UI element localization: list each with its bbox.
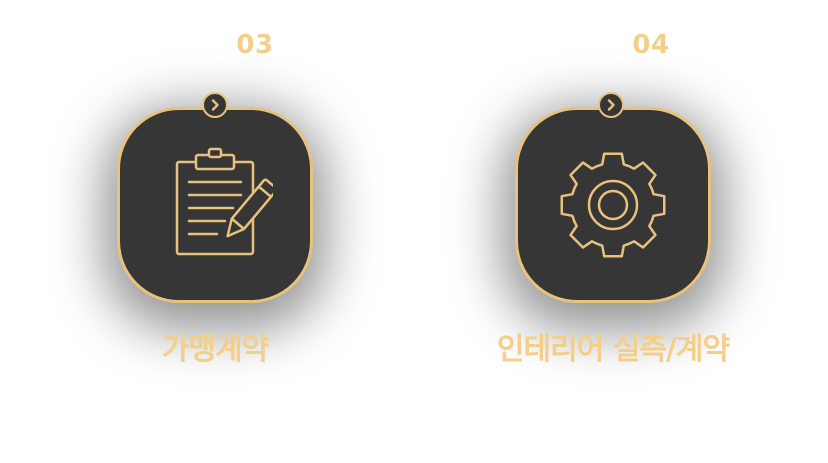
chevron-right-icon[interactable] bbox=[202, 92, 228, 118]
gear-icon bbox=[560, 152, 666, 258]
clipboard-pencil-icon bbox=[175, 147, 273, 256]
step-label: 인테리어 실측/계약 bbox=[496, 332, 730, 367]
step-card[interactable] bbox=[515, 107, 711, 303]
step-04: 04 인테리어 실측/계약 bbox=[463, 0, 763, 463]
step-label: 가맹계약 bbox=[161, 332, 269, 367]
step-card[interactable] bbox=[117, 107, 313, 303]
step-03: 03 가맹계약 bbox=[65, 0, 365, 463]
chevron-right-icon[interactable] bbox=[598, 92, 624, 118]
step-number: 04 bbox=[632, 30, 670, 60]
step-number: 03 bbox=[236, 30, 274, 60]
